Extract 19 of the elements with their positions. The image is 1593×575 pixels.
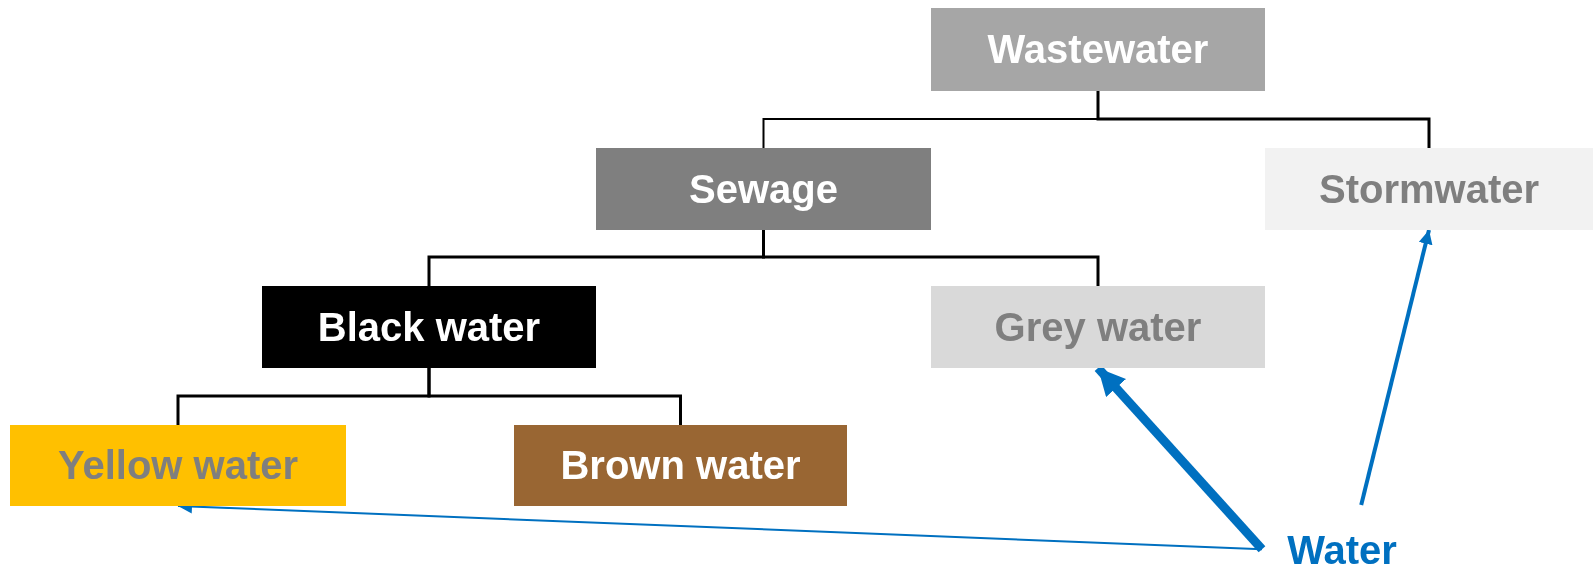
arrow	[1359, 229, 1433, 506]
connector-line	[427, 368, 682, 425]
category-box	[10, 425, 346, 506]
category-box	[596, 148, 931, 230]
category-box	[931, 8, 1265, 91]
category-box	[931, 286, 1265, 368]
category-box	[514, 425, 847, 506]
node-label: Water	[1287, 528, 1397, 573]
connector-line	[1096, 91, 1431, 148]
category-box	[1265, 148, 1593, 230]
category-box	[262, 286, 596, 368]
box-label: Yellow water	[57, 443, 299, 488]
box-label: Sewage	[689, 166, 838, 212]
box-label: Black water	[317, 304, 541, 350]
connector-line	[762, 230, 1100, 286]
box-label: Stormwater	[1318, 166, 1540, 212]
box-label: Wastewater	[987, 27, 1209, 72]
box-label: Grey water	[994, 304, 1202, 350]
box-label: Brown water	[560, 443, 801, 488]
